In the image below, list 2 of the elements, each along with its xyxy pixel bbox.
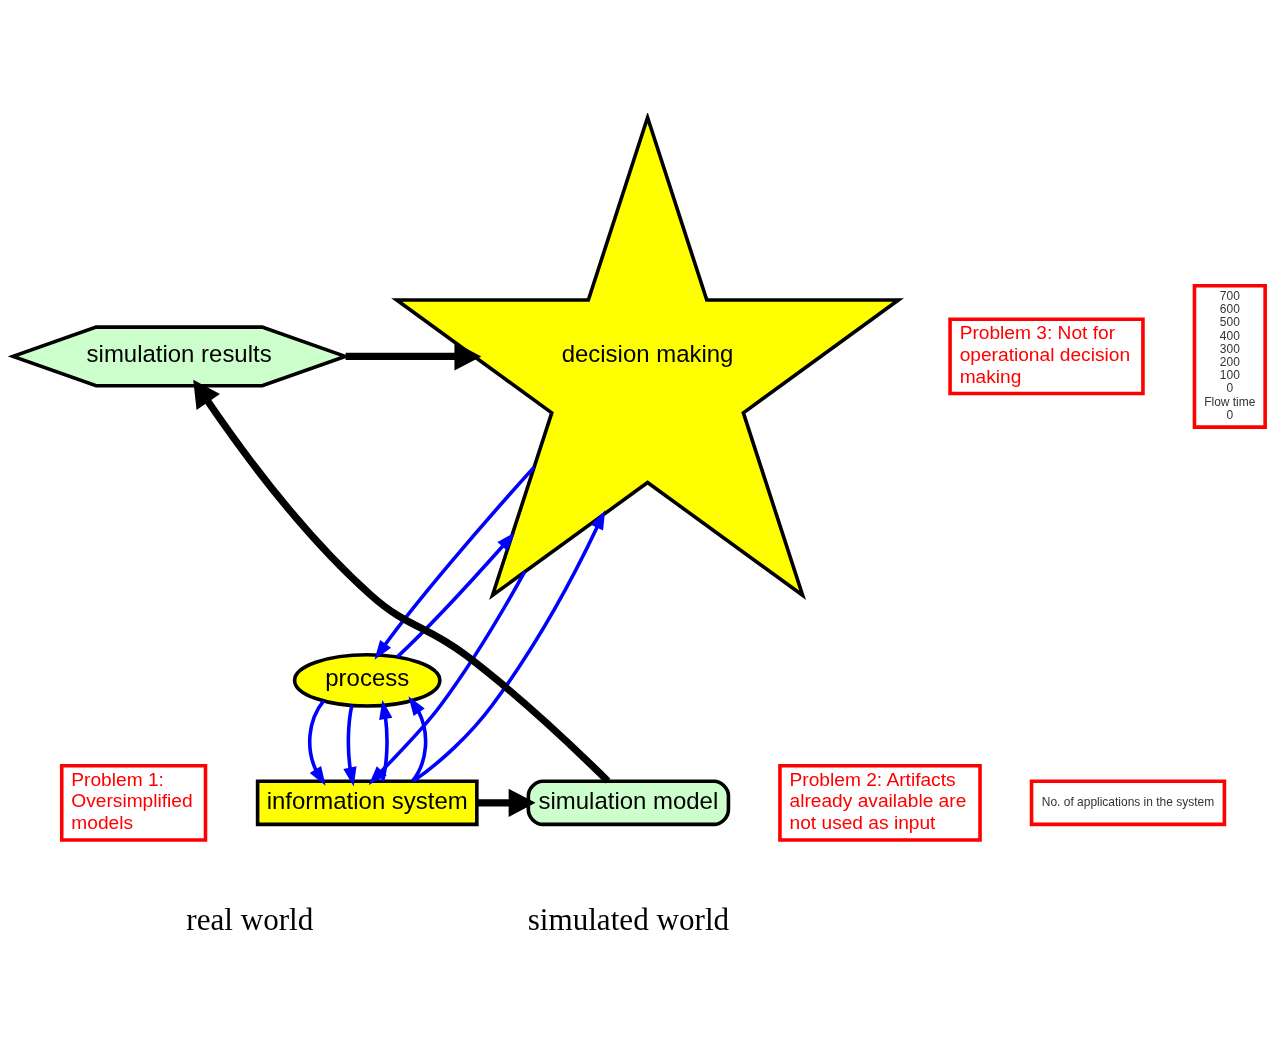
label: real world xyxy=(186,901,314,937)
label: simulated world xyxy=(527,901,730,937)
